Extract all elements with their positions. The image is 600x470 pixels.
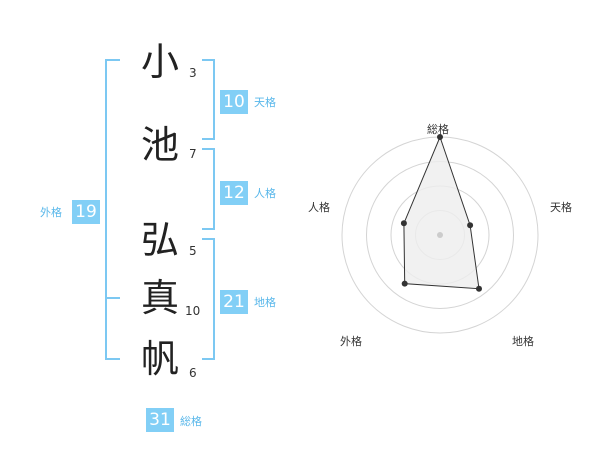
tenkaku-bracket <box>202 59 215 140</box>
radar-point-5 <box>400 220 407 227</box>
radar-center <box>437 232 443 238</box>
name-char-5: 帆 <box>140 337 179 381</box>
name-char-3: 弘 <box>140 218 179 262</box>
stroke-count-1: 3 <box>189 66 197 80</box>
radar-axis-label-gaikaku: 外格 <box>340 335 362 348</box>
stroke-count-3: 5 <box>189 244 197 258</box>
outer-bracket <box>105 59 120 360</box>
stroke-count-5: 6 <box>189 366 197 380</box>
jinkaku-label: 人格 <box>254 187 276 200</box>
tenkaku-label: 天格 <box>254 96 276 109</box>
radar-axis-label-chikaku: 地格 <box>512 335 534 348</box>
jinkaku-value: 12 <box>220 181 248 205</box>
radar-point-1 <box>437 134 443 140</box>
radar-point-3 <box>476 285 482 292</box>
radar-axis-label-tenkaku: 天格 <box>550 201 572 214</box>
gaikaku-value: 19 <box>72 200 100 224</box>
radar-points <box>400 134 482 292</box>
radar-axis-label-soukaku: 総格 <box>427 123 449 136</box>
soukaku-value: 31 <box>146 408 174 432</box>
radar-point-2 <box>467 222 474 229</box>
stroke-count-4: 10 <box>185 304 201 318</box>
tenkaku-value: 10 <box>220 90 248 114</box>
jinkaku-bracket <box>202 148 215 230</box>
name-char-4: 真 <box>140 276 179 320</box>
radar-polygon <box>403 135 480 290</box>
soukaku-label: 総格 <box>180 415 202 428</box>
radar-axis-label-jinkaku: 人格 <box>308 201 330 214</box>
chikaku-label: 地格 <box>254 296 276 309</box>
chikaku-value: 21 <box>220 290 248 314</box>
radar-point-4 <box>401 280 408 287</box>
name-char-2: 池 <box>140 123 179 167</box>
stroke-count-2: 7 <box>189 147 197 161</box>
chikaku-bracket <box>202 238 215 360</box>
gaikaku-label: 外格 <box>40 206 62 219</box>
grid-brackets <box>105 59 215 360</box>
name-char-1: 小 <box>140 40 179 84</box>
